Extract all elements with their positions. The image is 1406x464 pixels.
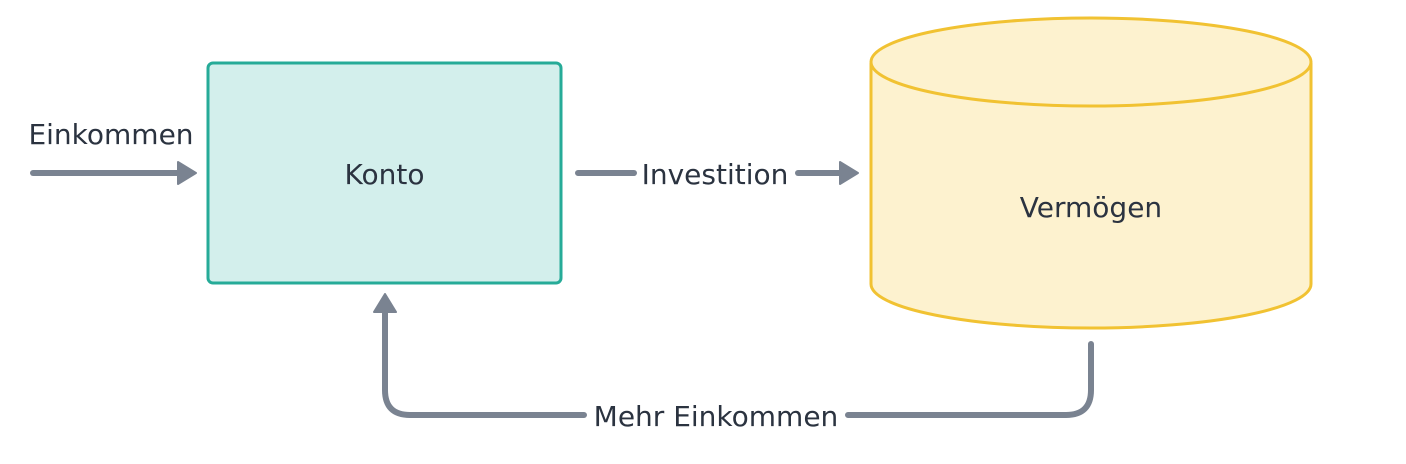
investition-arrowhead-icon — [839, 161, 859, 185]
einkommen-edge: Einkommen — [28, 118, 197, 185]
einkommen-arrowhead-icon — [177, 161, 197, 185]
investition-label: Investition — [642, 158, 789, 191]
konto-label: Konto — [345, 158, 425, 191]
vermoegen-cylinder-top — [869, 16, 1313, 108]
vermoegen-cylinder-body — [869, 63, 1313, 330]
vermoegen-label: Vermögen — [1020, 191, 1162, 224]
konto-box — [206, 61, 563, 285]
mehr-einkommen-arrow-path-right — [845, 341, 1094, 418]
vermoegen-node: Vermögen — [869, 16, 1313, 330]
einkommen-label: Einkommen — [28, 118, 193, 151]
mehr-einkommen-arrow-path-left — [382, 309, 587, 418]
konto-node: Konto — [206, 61, 563, 285]
mehr-einkommen-label: Mehr Einkommen — [594, 400, 839, 433]
investition-edge: Investition — [575, 158, 859, 191]
mehr-einkommen-edge: Mehr Einkommen — [373, 293, 1094, 433]
mehr-einkommen-arrowhead-icon — [373, 293, 397, 313]
